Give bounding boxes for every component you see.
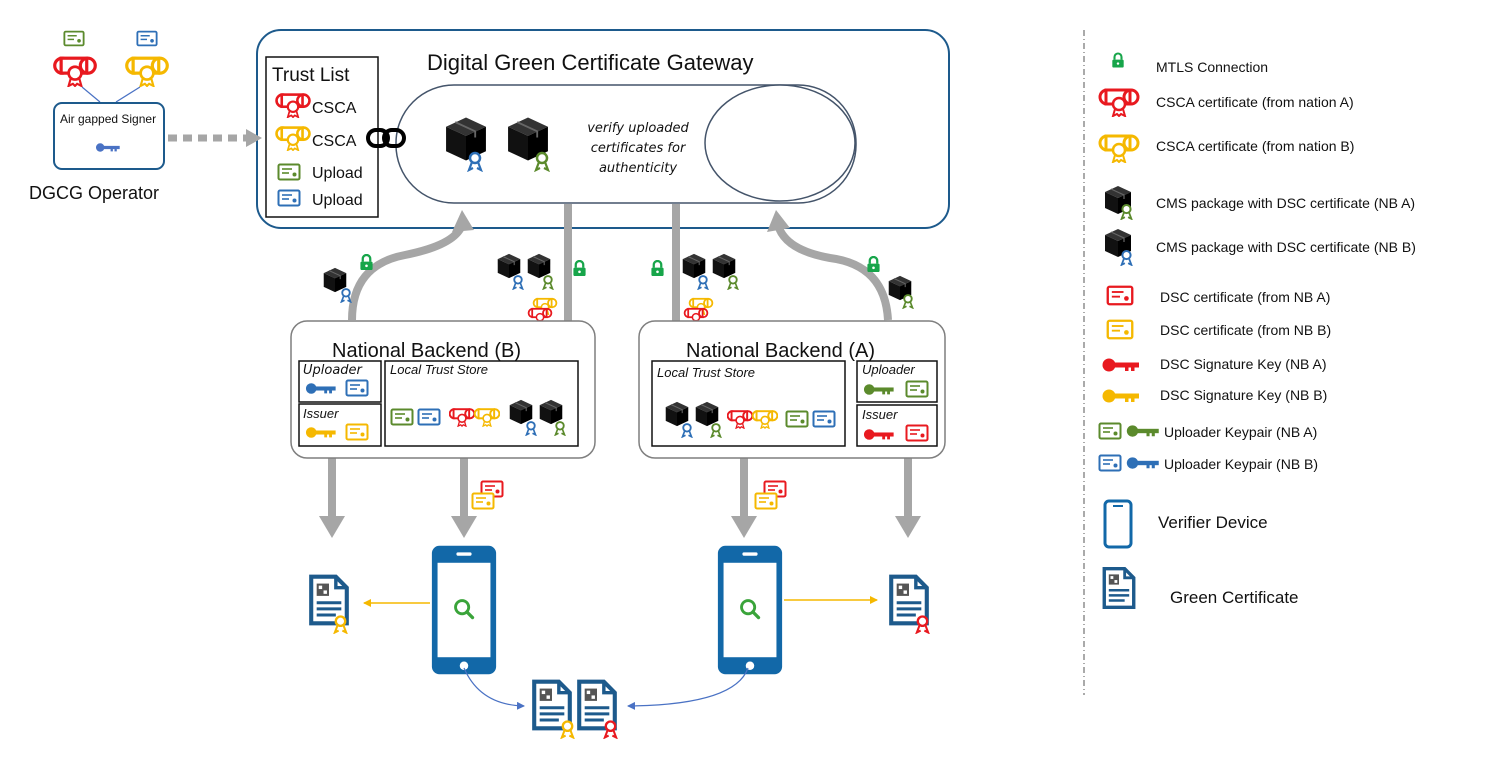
operator-cert-green-icon: [63, 30, 85, 47]
upload-cert-blue-icon: [812, 410, 836, 428]
cms-package-icon: [888, 275, 914, 309]
dgcg-operator-label: DGCG Operator: [29, 183, 159, 203]
verifier-device-outline-icon: [1103, 499, 1133, 549]
local-trust-store-a-label: Local Trust Store: [657, 365, 755, 380]
mtls-lock-icon: [359, 254, 374, 271]
legend-item: CSCA certificate (from nation A): [1156, 94, 1354, 110]
operator-csca-a-icon: [53, 56, 97, 87]
dsc-key-red-icon: [1102, 358, 1139, 372]
legend-item: Uploader Keypair (NB B): [1164, 456, 1318, 472]
dsc-cert-yellow-icon: [1106, 319, 1134, 340]
legend-item: DSC certificate (from NB A): [1160, 289, 1330, 305]
collect-arrow: [463, 667, 525, 710]
legend-item: DSC Signature Key (NB A): [1160, 356, 1327, 372]
issuer-b-label: Issuer: [303, 406, 339, 421]
green-certificate-icon: [1102, 566, 1136, 610]
trust-list-item: CSCA: [312, 133, 357, 150]
legend-item: Uploader Keypair (NB A): [1164, 424, 1317, 440]
csca-a-icon: [1098, 88, 1140, 117]
gateway-title: Digital Green Certificate Gateway: [427, 50, 753, 75]
cms-package-icon: [712, 253, 739, 290]
legend-item: MTLS Connection: [1156, 59, 1268, 75]
trust-list-item: Upload: [312, 192, 363, 209]
trust-list-item: CSCA: [312, 100, 357, 117]
uploader-key-blue-icon: [1126, 457, 1159, 469]
trust-list-title: Trust List: [272, 65, 350, 86]
uploader-a-label: Uploader: [862, 362, 915, 377]
uploader-cert-green-icon: [1098, 422, 1122, 440]
verify-note-line-3: authenticity: [599, 161, 677, 176]
cms-package-icon: [682, 253, 709, 290]
upload-cert-blue-icon: [417, 408, 441, 426]
legend-item: Verifier Device: [1158, 513, 1268, 532]
green-certificate-icon: [579, 682, 618, 739]
mtls-lock-icon: [866, 256, 881, 273]
local-trust-store-b-label: Local Trust Store: [390, 362, 488, 377]
badge-icon: [1120, 203, 1133, 220]
badge-icon: [1120, 249, 1133, 266]
legend-item: DSC certificate (from NB B): [1160, 322, 1331, 338]
upload-cert-green-icon: [785, 410, 809, 428]
legend-item: CSCA certificate (from nation B): [1156, 138, 1354, 154]
dsc-cert-red-icon: [1106, 285, 1134, 306]
uploader-b-label: Uploader: [303, 363, 364, 378]
issuer-a-label: Issuer: [862, 407, 898, 422]
lock-icon: [1111, 52, 1125, 69]
uploader-cert-blue-icon: [345, 379, 369, 397]
trust-list-item: Upload: [312, 165, 363, 182]
operator-cert-blue-icon: [136, 30, 158, 47]
dsc-cert-yellow-icon: [754, 492, 778, 510]
verify-ellipse: [704, 84, 856, 202]
verify-note: verify uploaded certificates for authent…: [587, 121, 689, 176]
green-certificate-icon: [891, 577, 930, 634]
air-gapped-signer-label: Air gapped Signer: [60, 112, 156, 126]
green-certificate-icon: [534, 682, 575, 739]
upload-cert-blue-icon: [277, 189, 301, 207]
collect-arrow: [627, 667, 749, 710]
air-gapped-signer-box: [53, 102, 165, 170]
flow-arrows: [328, 204, 912, 518]
legend-item: Green Certificate: [1170, 588, 1299, 607]
csca-b-icon: [1098, 134, 1140, 163]
mtls-lock-icon: [572, 260, 587, 277]
verify-note-line-2: certificates for: [591, 141, 687, 156]
uploader-cert-green-icon: [905, 380, 929, 398]
legend-item: CMS package with DSC certificate (NB B): [1156, 239, 1416, 255]
uploader-cert-blue-icon: [1098, 454, 1122, 472]
operator-csca-b-icon: [125, 56, 169, 87]
uploader-key-green-icon: [1126, 425, 1159, 437]
dsc-cert-red-icon: [905, 424, 929, 442]
mtls-lock-icon: [650, 260, 665, 277]
national-backend-a-title: National Backend (A): [686, 340, 875, 362]
legend: MTLS Connection CSCA certificate (from n…: [1098, 52, 1416, 610]
national-backend-b-title: National Backend (B): [332, 340, 521, 362]
dsc-cert-yellow-icon: [471, 492, 495, 510]
upload-cert-green-icon: [390, 408, 414, 426]
upload-cert-green-icon: [277, 163, 301, 181]
cms-package-icon: [527, 253, 554, 290]
cms-package-icon: [497, 253, 524, 290]
dsc-cert-yellow-icon: [345, 423, 369, 441]
verify-note-line-1: verify uploaded: [587, 121, 689, 136]
legend-item: DSC Signature Key (NB B): [1160, 387, 1327, 403]
verifier-device-icon[interactable]: [430, 544, 498, 676]
green-certificate-icon: [311, 577, 347, 634]
dsc-key-yellow-icon: [1102, 389, 1139, 403]
verifier-device-icon[interactable]: [716, 544, 784, 676]
cms-package-icon: [323, 267, 352, 303]
legend-item: CMS package with DSC certificate (NB A): [1156, 195, 1415, 211]
